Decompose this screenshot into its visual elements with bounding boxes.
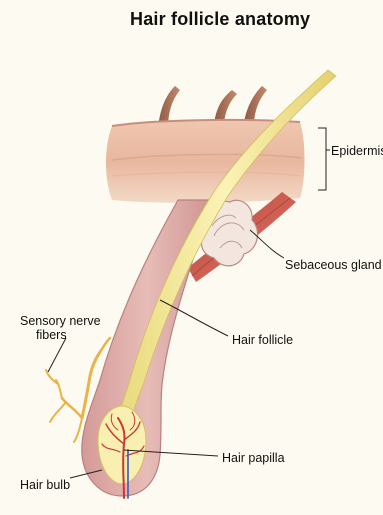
label-hair-papilla: Hair papilla — [222, 451, 285, 465]
label-hair-follicle: Hair follicle — [232, 333, 293, 347]
label-sensory-nerve-line2: fibers — [36, 328, 67, 342]
label-hair-bulb: Hair bulb — [20, 478, 70, 492]
diagram-title: Hair follicle anatomy — [130, 9, 310, 30]
label-sensory-nerve-line1: Sensory nerve — [20, 314, 101, 328]
label-epidermis: Epidermis — [331, 144, 383, 158]
label-sebaceous-gland: Sebaceous gland — [285, 258, 382, 272]
